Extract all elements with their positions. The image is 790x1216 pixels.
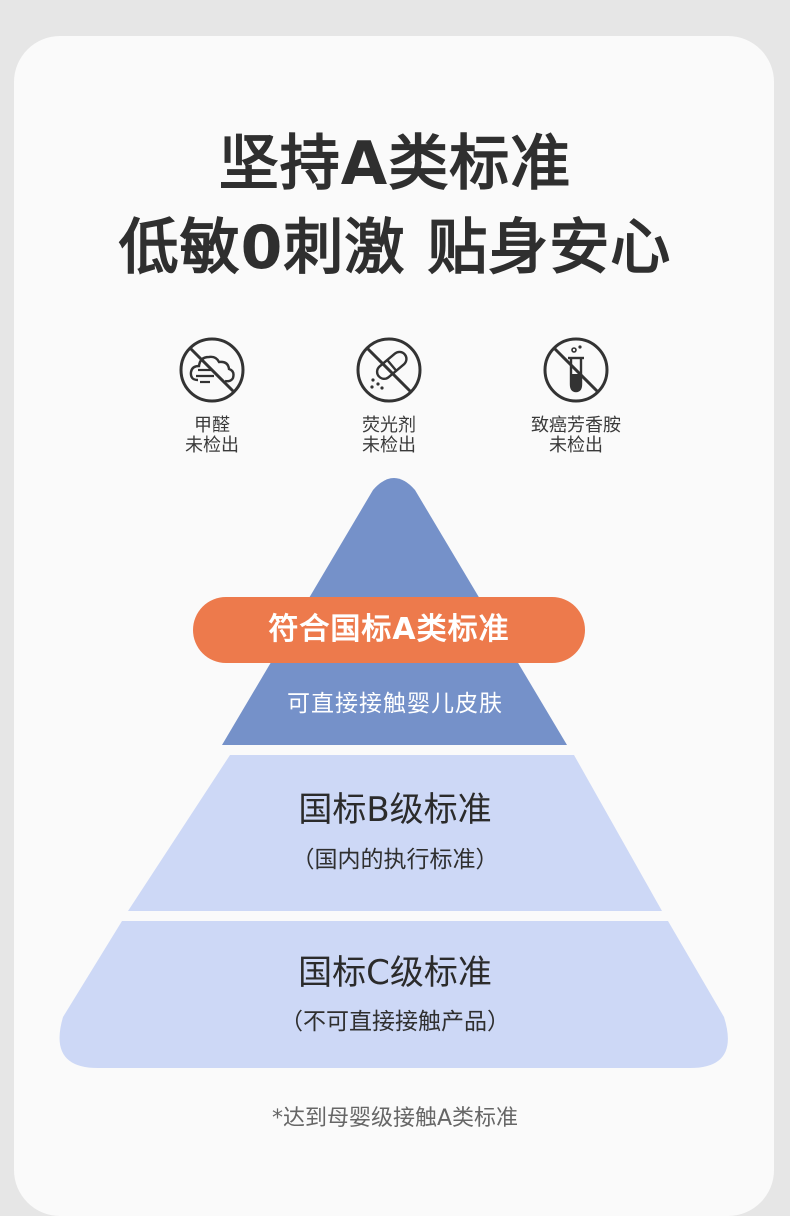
tier-a-title-pill: 符合国标A类标准 (193, 597, 585, 663)
tier-c-title: 国标C级标准 (298, 953, 492, 993)
footnote: *达到母婴级接触A类标准 (271, 1106, 519, 1131)
badge-label-line-2: 未检出 (549, 435, 603, 456)
no-fluorescent-agent-icon (356, 337, 422, 403)
badge-label-line-1: 荧光剂 (362, 415, 416, 436)
headline-line-1: 坚持A类标准 (218, 129, 572, 199)
badge-fluorescent-agent: 荧光剂 未检出 (299, 336, 479, 456)
badge-label-line-1: 致癌芳香胺 (531, 415, 621, 436)
headline-line-2: 低敏0刺激 贴身安心 (118, 213, 672, 283)
badge-carcinogenic-aromatic-amine: 致癌芳香胺 未检出 (486, 336, 666, 456)
badge-label-line-2: 未检出 (362, 435, 416, 456)
tier-b-subtitle: （国内的执行标准） (291, 847, 499, 873)
no-carcinogenic-aromatic-amine-icon (543, 337, 609, 403)
tier-c-subtitle: （不可直接接触产品） (280, 1009, 510, 1035)
tier-b-title: 国标B级标准 (298, 790, 492, 830)
tier-a-subtitle: 可直接接触婴儿皮肤 (287, 691, 503, 717)
no-formaldehyde-icon (179, 337, 245, 403)
tier-c-shape (59, 921, 728, 1068)
tier-b-shape (128, 755, 662, 911)
badge-formaldehyde: 甲醛 未检出 (122, 336, 302, 456)
badge-label-line-1: 甲醛 (194, 415, 230, 436)
badge-label-line-2: 未检出 (185, 435, 239, 456)
